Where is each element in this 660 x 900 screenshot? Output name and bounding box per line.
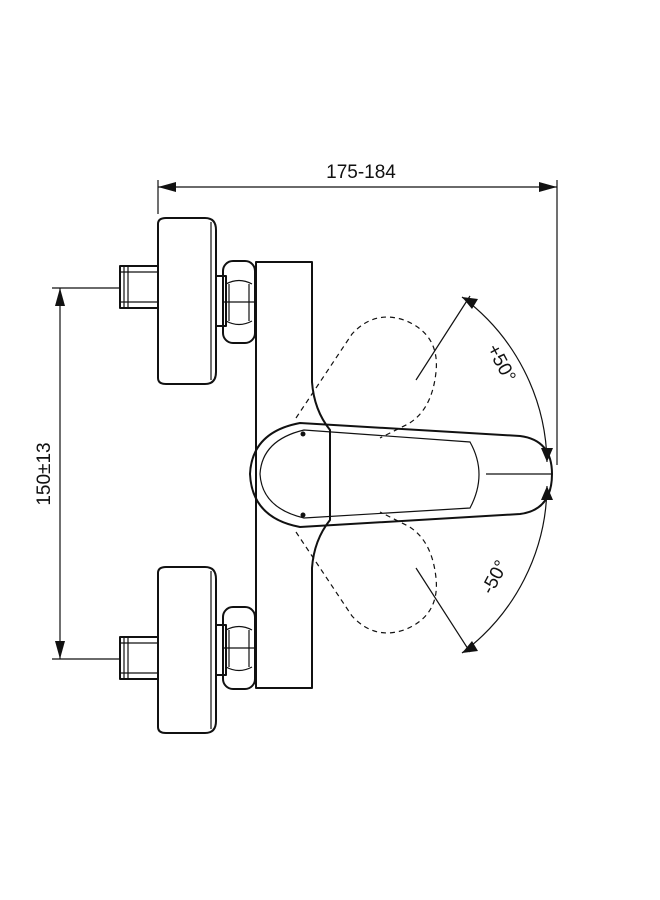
- angle-extension-up: [415, 295, 471, 381]
- height-arrow-top: [55, 288, 65, 306]
- lower-connector: [119, 566, 256, 734]
- mixer-body: [255, 261, 331, 689]
- width-arrow-right: [539, 182, 557, 192]
- width-dimension: 175-184: [157, 162, 558, 465]
- angle-arc-up: [461, 296, 548, 463]
- lower-rosette: [157, 566, 217, 734]
- angle-down-label: -50°: [478, 557, 513, 598]
- angle-dimension: +50° -50°: [415, 295, 553, 654]
- upper-rosette: [157, 217, 217, 385]
- angle-extension-down: [415, 567, 471, 653]
- angle-arc-down: [461, 485, 548, 654]
- lever-ghost-down: [295, 511, 437, 634]
- width-arrow-left: [158, 182, 176, 192]
- lever-handle: [249, 422, 553, 528]
- upper-connector: [119, 217, 256, 385]
- angle-up-label: +50°: [482, 341, 519, 386]
- mixer-body-outline: [255, 261, 331, 689]
- height-label: 150±13: [34, 442, 55, 505]
- lever-ghost-up: [295, 316, 437, 439]
- lever-handle-outline: [249, 422, 553, 528]
- height-arrow-bottom: [55, 641, 65, 659]
- width-label: 175-184: [326, 162, 396, 183]
- height-dimension: 150±13: [34, 287, 120, 660]
